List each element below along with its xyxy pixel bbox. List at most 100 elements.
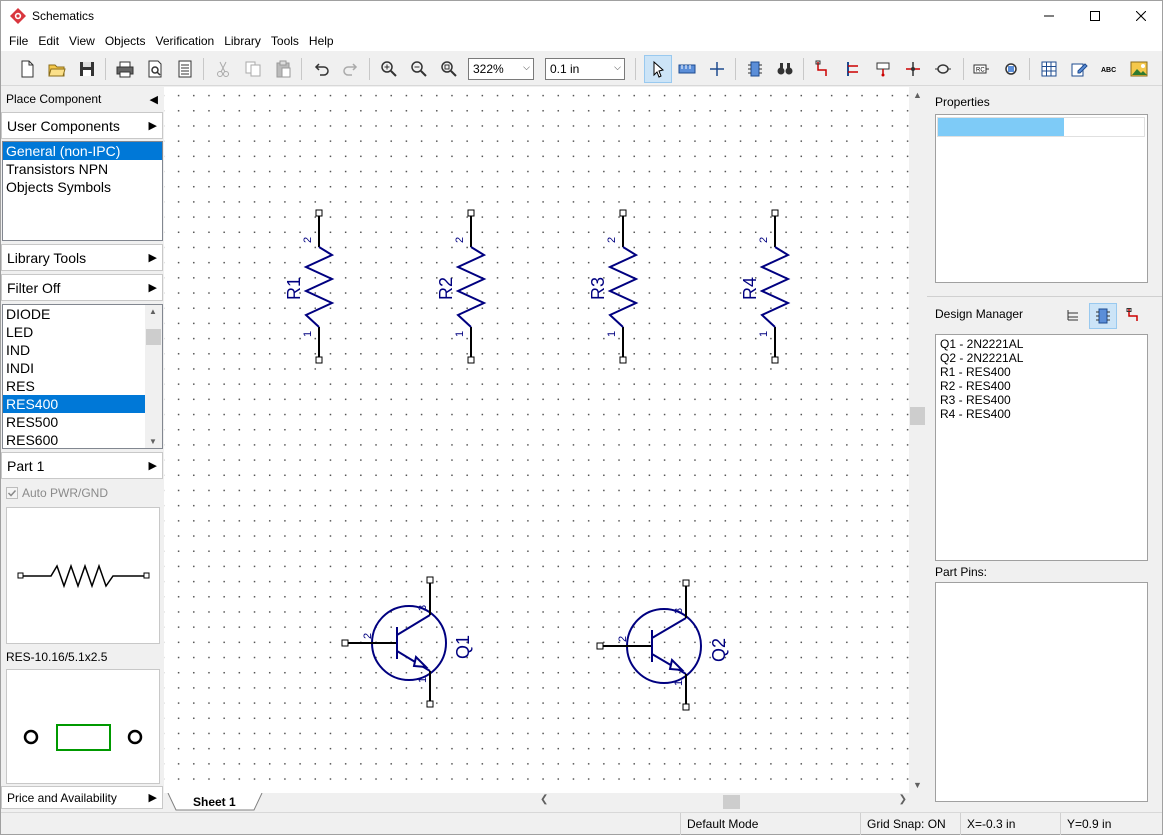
print-preview-button[interactable] <box>143 57 167 81</box>
undo-button[interactable] <box>309 57 333 81</box>
menu-verification[interactable]: Verification <box>155 34 215 48</box>
minimize-button[interactable] <box>1026 1 1072 31</box>
print-button[interactable] <box>113 57 137 81</box>
bus-button[interactable] <box>841 57 865 81</box>
scroll-thumb[interactable] <box>146 329 161 345</box>
save-button[interactable] <box>75 57 99 81</box>
menu-file[interactable]: File <box>9 34 29 48</box>
sheet-tab-1[interactable]: Sheet 1 <box>193 795 236 809</box>
chip-button[interactable] <box>999 57 1023 81</box>
component-item[interactable]: RES600 <box>6 432 59 448</box>
canvas-horizontal-scrollbar[interactable]: ❮ ❯ <box>540 794 909 810</box>
part-dropdown[interactable]: Part 1 ▶ <box>1 452 163 479</box>
place-component-header[interactable]: Place Component ◀ <box>1 87 163 111</box>
menu-edit[interactable]: Edit <box>38 34 60 48</box>
canvas-vertical-scrollbar[interactable]: ▲ ▼ <box>909 87 926 793</box>
zoom-out-button[interactable] <box>407 57 431 81</box>
edit-pattern-button[interactable] <box>1067 57 1091 81</box>
library-item[interactable]: General (non-IPC) <box>3 142 162 160</box>
new-file-button[interactable] <box>15 57 39 81</box>
menu-objects[interactable]: Objects <box>104 34 146 48</box>
maximize-button[interactable] <box>1072 1 1118 31</box>
scroll-down-icon[interactable]: ▼ <box>913 780 922 790</box>
open-button[interactable] <box>45 57 69 81</box>
scroll-right-icon[interactable]: ❯ <box>898 794 907 805</box>
scroll-thumb[interactable] <box>910 407 925 425</box>
component-item[interactable]: RES500 <box>6 414 59 430</box>
menu-help[interactable]: Help <box>308 34 334 48</box>
zoom-in-button[interactable] <box>377 57 401 81</box>
zoom-fit-button[interactable] <box>437 57 461 81</box>
zoom-select[interactable]: 322% ⌵ <box>468 58 534 80</box>
collapse-left-icon[interactable]: ◀ <box>149 93 158 106</box>
component-item[interactable]: INDI <box>6 360 34 376</box>
pin-label: 1 <box>454 331 466 337</box>
part-pins-box[interactable] <box>935 582 1148 802</box>
image-button[interactable] <box>1127 57 1151 81</box>
redo-button[interactable] <box>339 57 363 81</box>
component-item[interactable]: DIODE <box>6 306 51 322</box>
dm-components-button[interactable] <box>1089 303 1117 329</box>
cross-tool-button[interactable] <box>705 57 729 81</box>
ic-button[interactable]: RC <box>969 57 993 81</box>
library-list[interactable]: General (non-IPC) Transistors NPN Object… <box>2 141 163 241</box>
menu-tools[interactable]: Tools <box>270 34 299 48</box>
connector-button[interactable] <box>931 57 955 81</box>
wire-button[interactable] <box>811 57 835 81</box>
dm-tree-button[interactable] <box>1063 305 1083 325</box>
scroll-down-icon[interactable]: ▼ <box>149 437 157 446</box>
properties-box[interactable] <box>935 114 1148 283</box>
design-item[interactable]: R4 - RES400 <box>940 407 1011 421</box>
save-icon <box>80 62 94 76</box>
component-item[interactable]: RES400 <box>3 395 145 413</box>
design-item[interactable]: Q2 - 2N2221AL <box>940 351 1024 365</box>
design-item[interactable]: Q1 - 2N2221AL <box>940 337 1024 351</box>
grid-select[interactable]: 0.1 in ⌵ <box>545 58 625 80</box>
design-item[interactable]: R3 - RES400 <box>940 393 1011 407</box>
report-button[interactable] <box>173 57 197 81</box>
price-availability-dropdown[interactable]: Price and Availability ▶ <box>1 786 163 809</box>
scroll-left-icon[interactable]: ❮ <box>540 794 549 805</box>
menu-view[interactable]: View <box>69 34 95 48</box>
design-item[interactable]: R2 - RES400 <box>940 379 1011 393</box>
component-button[interactable] <box>743 57 767 81</box>
junction-button[interactable] <box>901 57 925 81</box>
component-list-scrollbar[interactable]: ▲ ▼ <box>145 305 162 448</box>
cut-button[interactable] <box>211 57 235 81</box>
measure-button[interactable] <box>675 57 699 81</box>
table-button[interactable] <box>1037 57 1061 81</box>
auto-pwr-gnd-checkbox[interactable]: Auto PWR/GND <box>6 486 108 500</box>
dm-nets-button[interactable] <box>1123 305 1143 325</box>
paste-button[interactable] <box>271 57 295 81</box>
component-item[interactable]: LED <box>6 324 34 340</box>
checkbox-box[interactable] <box>6 487 18 499</box>
design-item[interactable]: R1 - RES400 <box>940 365 1011 379</box>
filter-dropdown[interactable]: Filter Off ▶ <box>1 274 163 301</box>
design-manager-list[interactable]: Q1 - 2N2221AL Q2 - 2N2221AL R1 - RES400 … <box>935 334 1148 561</box>
scroll-up-icon[interactable]: ▲ <box>149 307 157 316</box>
net-port-button[interactable] <box>871 57 895 81</box>
scroll-thumb[interactable] <box>723 795 740 809</box>
library-item[interactable]: Objects Symbols <box>6 179 112 195</box>
component-list[interactable]: DIODE LED IND INDI RES RES400 RES500 RES… <box>2 304 163 449</box>
select-tool-button[interactable] <box>644 55 672 83</box>
user-components-dropdown[interactable]: User Components ▶ <box>1 112 163 139</box>
component-item[interactable]: RES <box>6 378 35 394</box>
spellcheck-button[interactable]: ABC <box>1097 57 1121 81</box>
find-button[interactable] <box>773 57 797 81</box>
component-item[interactable]: IND <box>6 342 31 358</box>
close-button[interactable] <box>1118 1 1163 31</box>
library-tools-dropdown[interactable]: Library Tools ▶ <box>1 244 163 271</box>
scroll-up-icon[interactable]: ▲ <box>913 90 922 100</box>
copy-button[interactable] <box>241 57 265 81</box>
library-item[interactable]: Transistors NPN <box>6 161 109 177</box>
menu-library[interactable]: Library <box>224 34 261 48</box>
